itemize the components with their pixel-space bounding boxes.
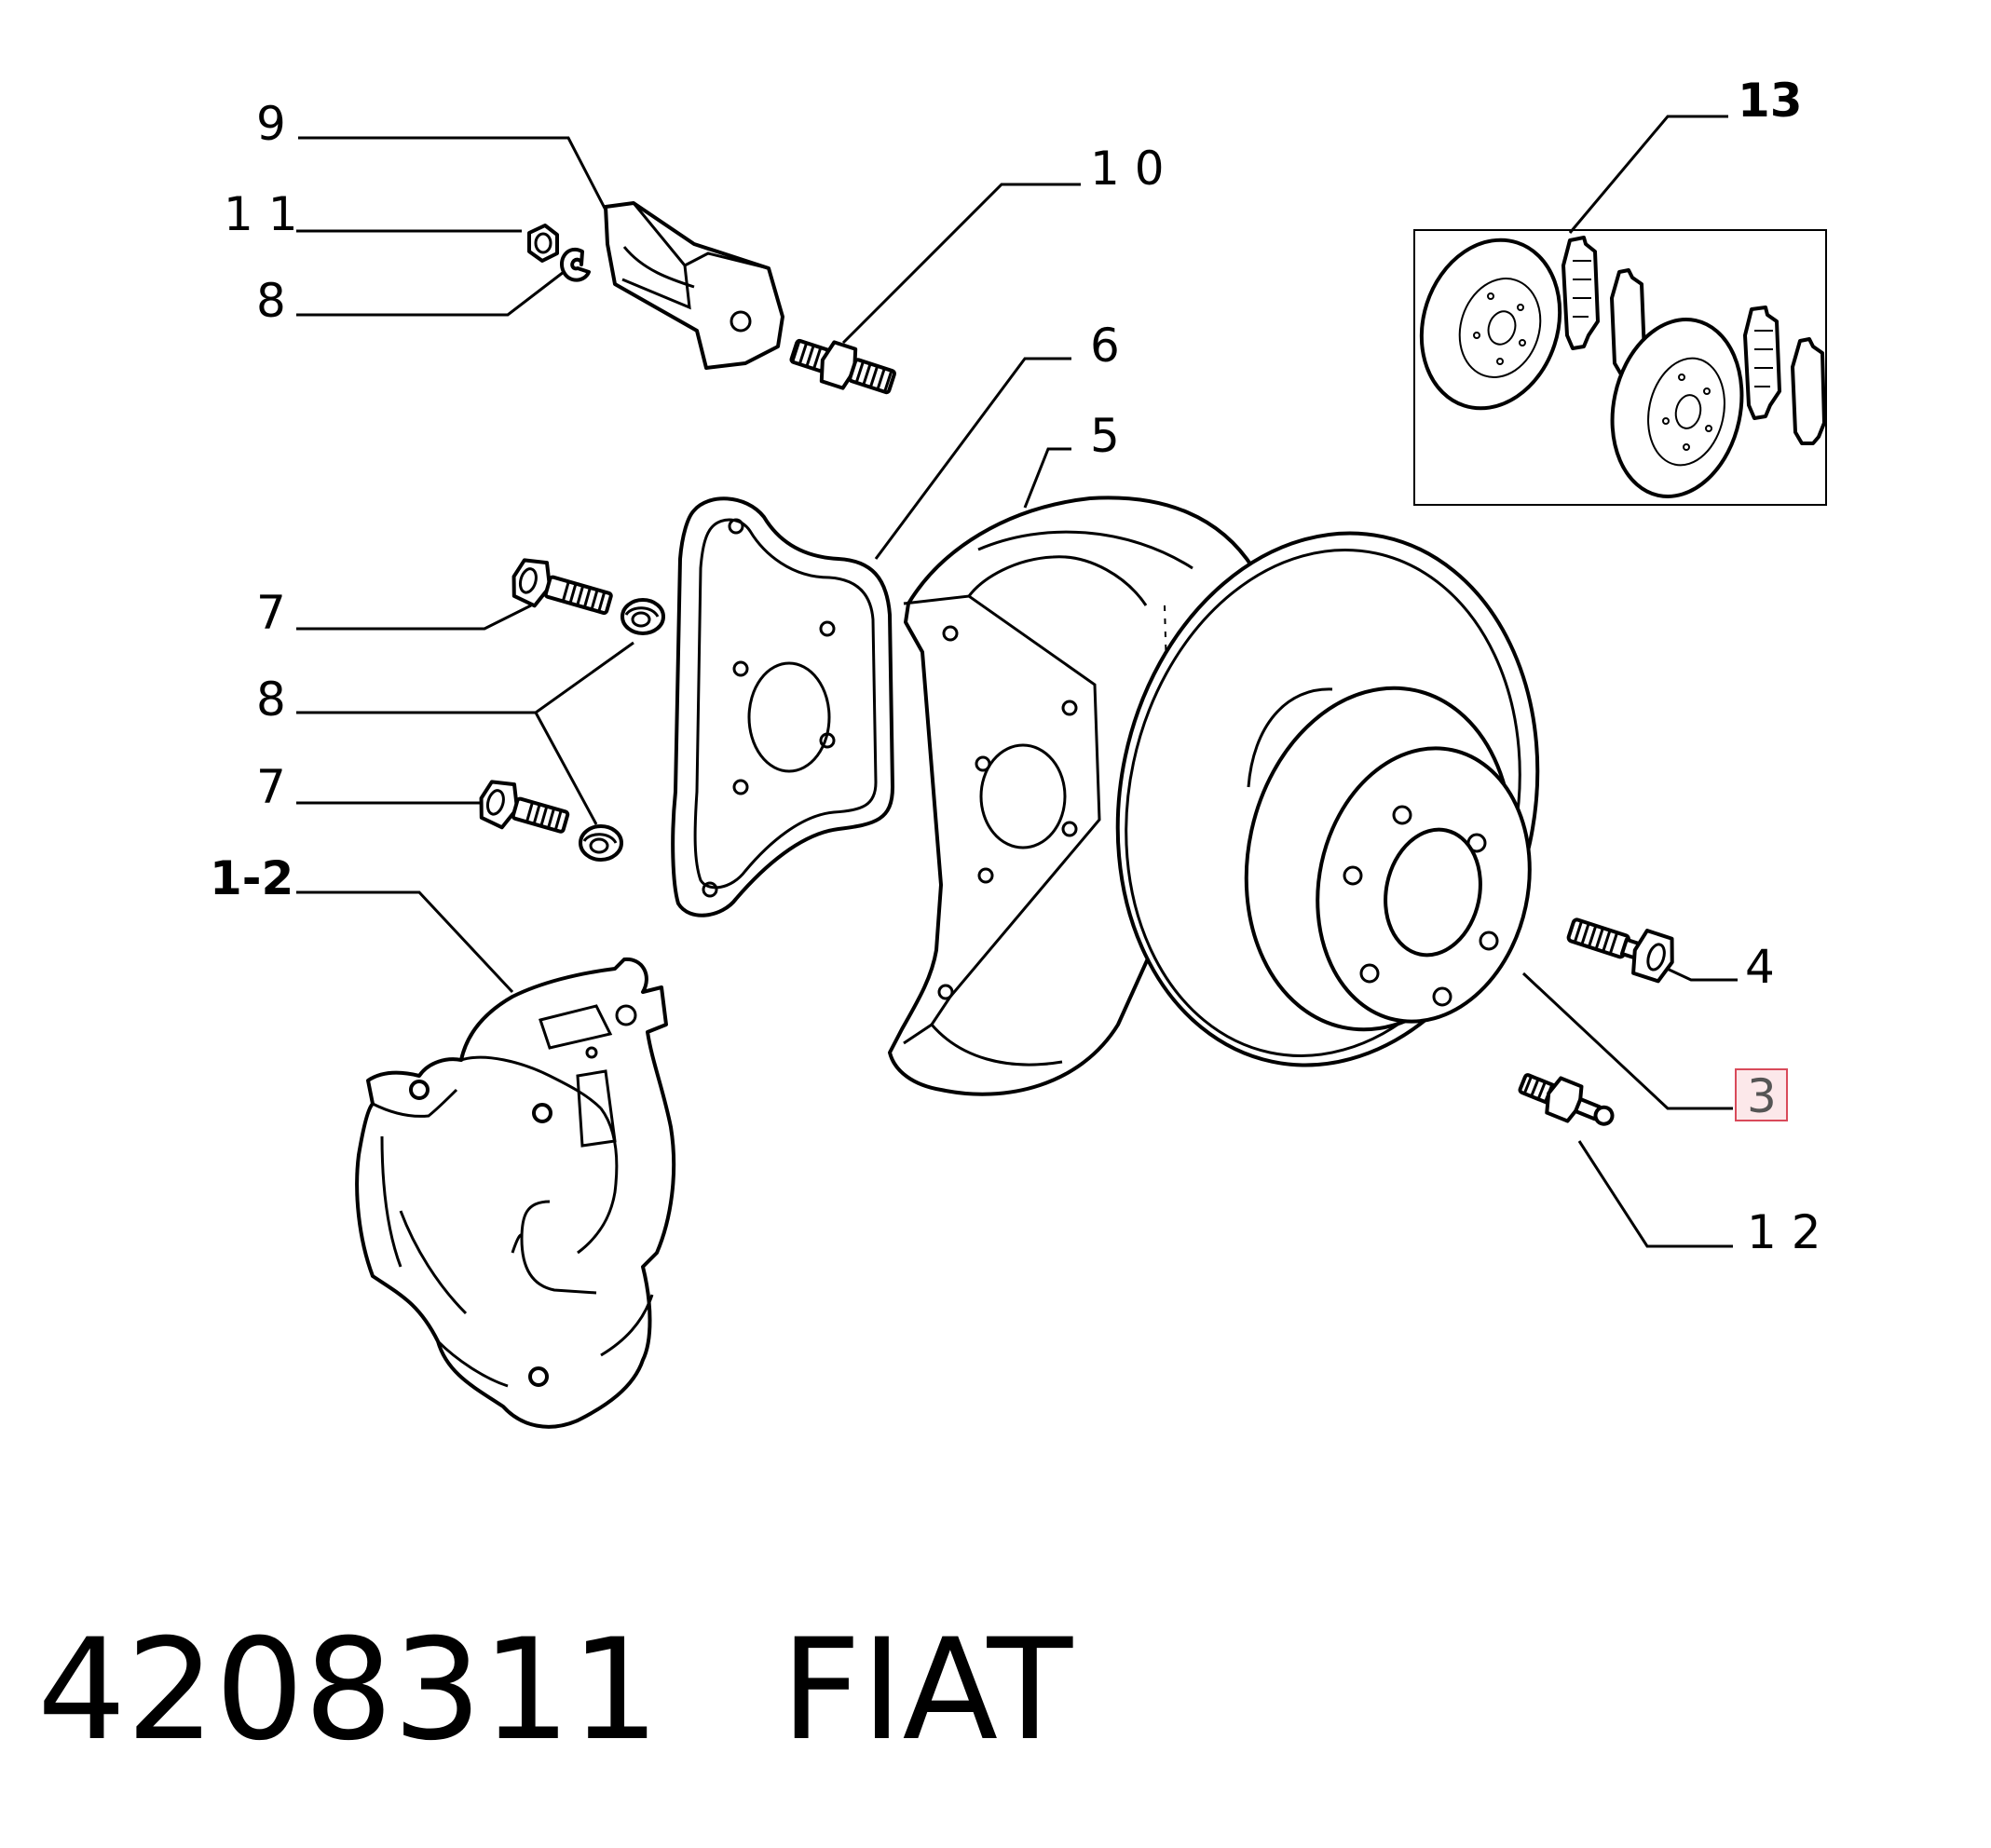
label-3-highlight — [1735, 1068, 1788, 1121]
bolt-part-7-lower — [479, 780, 570, 834]
kit-disc-right — [1610, 318, 1744, 498]
nut-part-11 — [527, 224, 559, 263]
label-3: 3 — [1747, 1069, 1777, 1123]
leader-5 — [1023, 447, 1071, 509]
leader-10 — [841, 183, 1081, 345]
bolt-part-4 — [1566, 917, 1674, 984]
label-8-middle: 8 — [256, 673, 286, 727]
bracket-part-9 — [604, 201, 784, 370]
leader-lines — [296, 115, 1738, 1248]
leader-1-2 — [296, 890, 514, 994]
washer-part-8-middle — [620, 598, 665, 635]
label-8-top: 8 — [256, 274, 286, 328]
label-5: 5 — [1090, 409, 1120, 463]
leader-6 — [874, 357, 1071, 560]
washer-part-8-upper — [560, 248, 591, 282]
label-10: 1 0 — [1090, 142, 1165, 196]
label-4: 4 — [1745, 940, 1775, 994]
label-13: 13 — [1738, 74, 1803, 128]
label-12: 1 2 — [1747, 1205, 1821, 1259]
leader-3 — [1521, 972, 1733, 1110]
leader-8a — [296, 270, 565, 317]
kit-pad-left-a — [1561, 236, 1600, 350]
leader-8b-lower — [534, 712, 598, 825]
leader-8b — [296, 641, 634, 714]
kit-pad-right-a — [1743, 306, 1781, 420]
stud-part-12 — [1518, 1073, 1615, 1126]
brake-caliper-part-1-2 — [355, 957, 676, 1429]
leader-13 — [1568, 115, 1728, 234]
leader-9 — [298, 136, 612, 220]
kit-disc-left — [1419, 238, 1562, 411]
washer-part-8-lower — [579, 824, 623, 862]
part-number: 4208311 — [37, 1610, 661, 1772]
leader-4 — [1662, 965, 1738, 982]
brake-kit-inset-part-13 — [1413, 229, 1827, 506]
callout-labels: 9 1 1 8 1 0 6 5 13 7 8 7 1-2 4 3 1 2 — [210, 74, 1821, 1259]
gasket-plate-part-6 — [671, 496, 894, 917]
leader-12 — [1577, 1140, 1733, 1248]
label-11: 1 1 — [224, 187, 298, 241]
bolt-part-7-upper — [511, 558, 613, 616]
label-7-top: 7 — [256, 586, 286, 640]
label-9: 9 — [256, 97, 286, 151]
label-7-bottom: 7 — [256, 760, 286, 814]
brand-name: FIAT — [781, 1610, 1073, 1772]
kit-pad-right-b — [1791, 337, 1826, 445]
leader-7a — [296, 604, 532, 631]
brake-disc-part-3 — [1115, 531, 1540, 1067]
stud-part-10 — [789, 338, 896, 395]
label-1-2: 1-2 — [210, 851, 293, 905]
label-6: 6 — [1090, 319, 1120, 373]
